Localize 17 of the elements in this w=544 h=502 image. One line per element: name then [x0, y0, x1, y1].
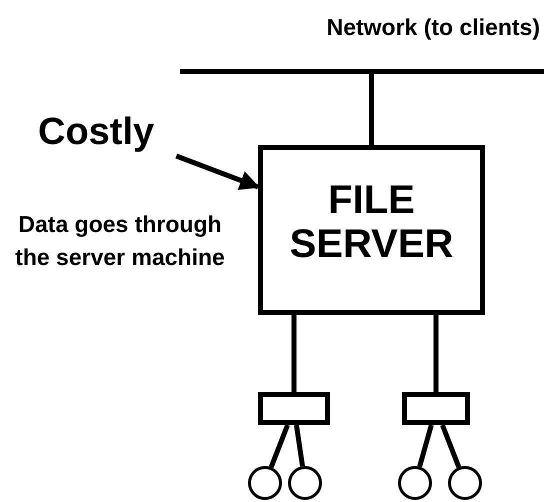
client-circle — [248, 466, 282, 500]
server-box — [258, 145, 485, 315]
connector-line — [440, 424, 462, 468]
callout-text: Costly — [38, 108, 188, 156]
connector-line — [369, 74, 374, 145]
connector-line — [294, 424, 305, 467]
connector-line — [292, 315, 296, 392]
network-label: Network (to clients) — [326, 14, 540, 41]
note-text: Data goes through the server machine — [14, 210, 226, 272]
connector-line — [434, 315, 438, 392]
client-circle — [288, 466, 322, 500]
connector-line — [268, 424, 290, 468]
connector-line — [417, 424, 434, 468]
client-circle — [398, 466, 432, 500]
server-label: FILE SERVER — [288, 178, 454, 266]
arrow — [175, 154, 260, 190]
client-circle — [448, 466, 482, 500]
